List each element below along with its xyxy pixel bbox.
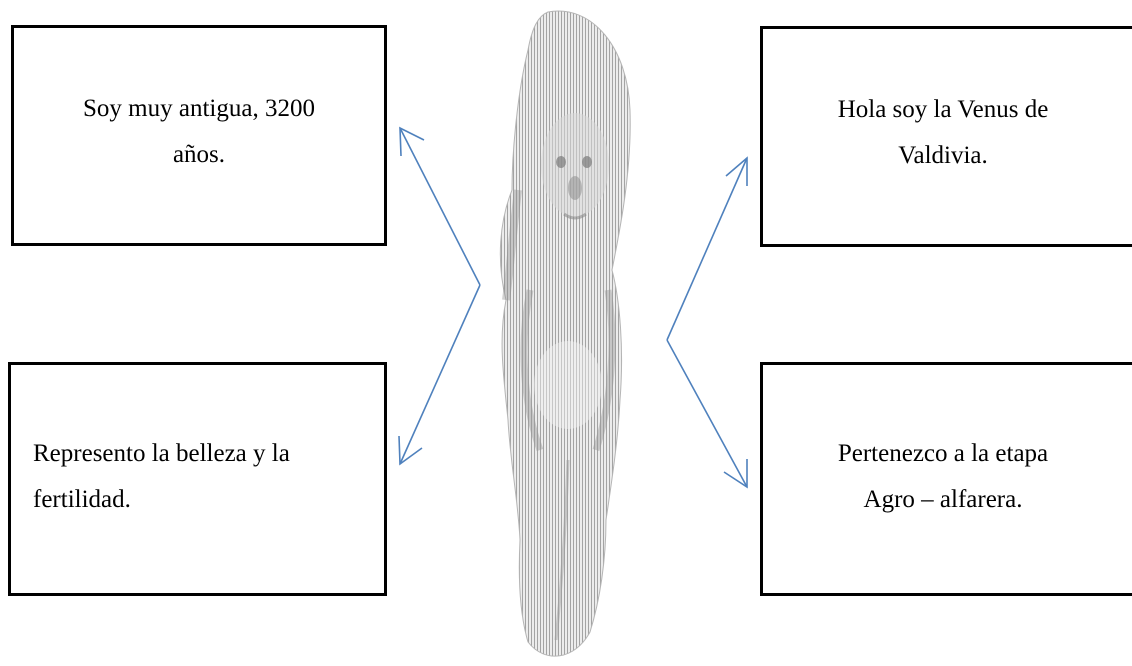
box-bottom-left-line-1: Represento la belleza y la — [33, 431, 384, 477]
box-top-right-line-1: Hola soy la Venus de — [763, 87, 1123, 133]
figurine-belly — [534, 341, 602, 429]
arrow-to-top-right-box — [667, 158, 747, 340]
box-top-right-line-2: Valdivia. — [763, 133, 1123, 179]
figurine-eye-left — [556, 156, 566, 168]
box-top-left-line-2: años. — [14, 132, 384, 178]
figurine-eye-right — [582, 156, 592, 168]
arrow-to-top-left-box — [400, 128, 480, 285]
figurine-face — [541, 113, 609, 217]
arrow-to-bottom-right-box — [667, 340, 747, 487]
arrows-right — [667, 158, 747, 487]
venus-figurine-image — [500, 11, 630, 656]
box-top-right: Hola soy la Venus de Valdivia. — [760, 26, 1132, 247]
box-top-left: Soy muy antigua, 3200 años. — [11, 25, 387, 246]
box-bottom-right-line-1: Pertenezco a la etapa — [763, 431, 1123, 477]
box-bottom-right: Pertenezco a la etapa Agro – alfarera. — [760, 362, 1132, 596]
arrow-to-bottom-left-box — [400, 285, 480, 464]
arrows-left — [399, 128, 480, 464]
box-bottom-left: Represento la belleza y la fertilidad. — [8, 362, 387, 596]
figurine-nose — [568, 176, 582, 200]
arrowhead-bottom-right — [724, 459, 747, 487]
box-bottom-right-line-2: Agro – alfarera. — [763, 477, 1123, 523]
box-top-left-line-1: Soy muy antigua, 3200 — [14, 86, 384, 132]
box-bottom-left-line-2: fertilidad. — [33, 477, 384, 523]
